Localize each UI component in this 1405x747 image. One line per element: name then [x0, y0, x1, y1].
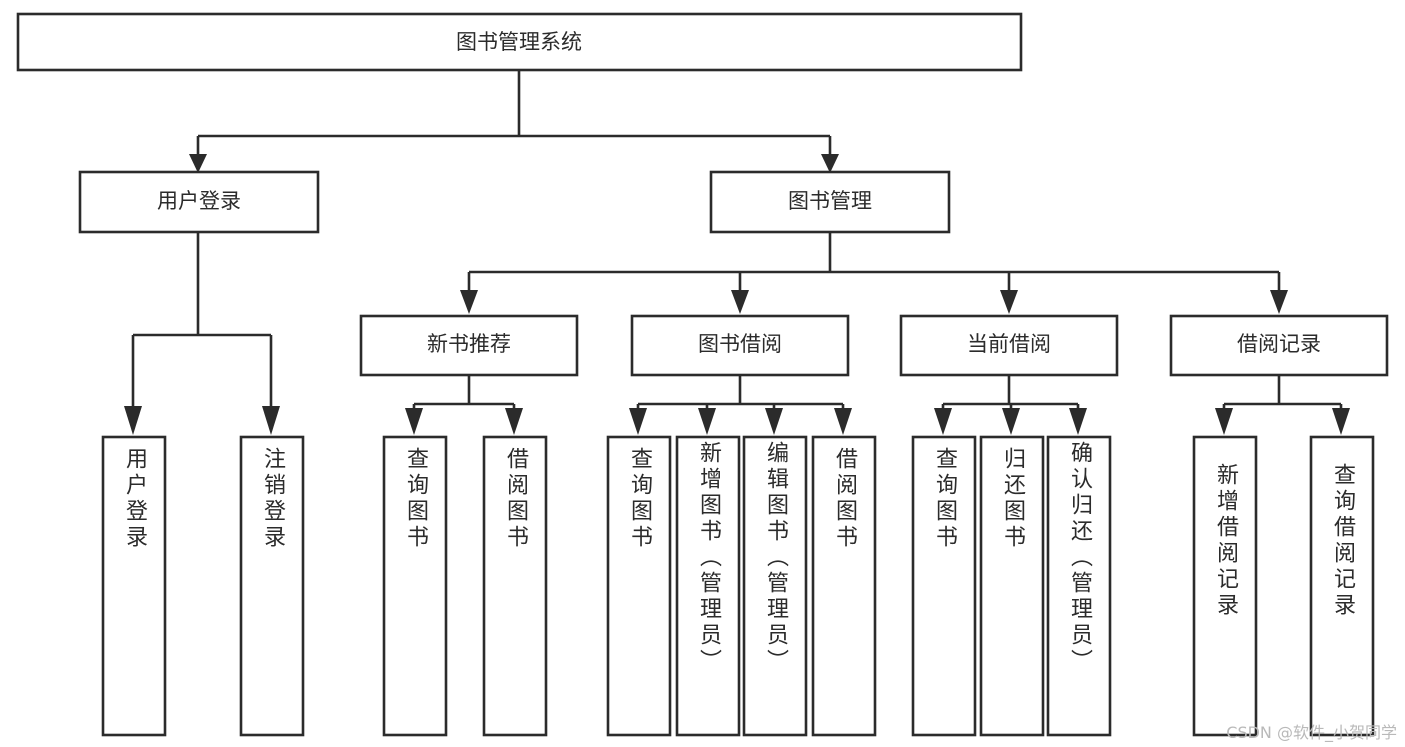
arrow-to-book-borrow	[731, 290, 749, 314]
arrow-to-leaf-add-borrow-record	[1215, 408, 1233, 435]
edge-book-borrow-bus	[636, 375, 845, 412]
leaf-user-login[interactable]: 用户登录	[103, 437, 165, 735]
leaf-edit-book-admin-box[interactable]	[742, 435, 808, 737]
leaf-query-book-1-label: 查询图书	[403, 447, 428, 551]
arrow-to-leaf-query-book-1	[405, 408, 423, 435]
edge-new-book-recommend-bus	[412, 375, 516, 412]
node-root-label: 图书管理系统	[456, 30, 582, 54]
leaf-confirm-return-admin-box[interactable]	[1046, 435, 1112, 737]
node-borrow-record-box	[1169, 314, 1389, 377]
arrow-to-book-management	[821, 154, 839, 173]
node-borrow-record-label: 借阅记录	[1237, 332, 1321, 356]
edge-root-bus	[196, 70, 832, 158]
csdn-watermark: CSDN @软件_小贺同学	[1226, 723, 1397, 742]
node-new-book-recommend[interactable]: 新书推荐	[359, 314, 579, 377]
arrow-to-leaf-confirm-return-admin	[1069, 408, 1087, 435]
node-user-login-box	[78, 170, 320, 234]
leaf-query-book-3[interactable]: 查询图书	[913, 437, 975, 735]
arrow-to-leaf-logout-login	[262, 406, 280, 435]
node-new-book-recommend-label: 新书推荐	[427, 332, 511, 356]
node-root-box	[16, 12, 1023, 72]
leaf-add-book-admin-box[interactable]	[675, 435, 741, 737]
leaf-confirm-return-admin[interactable]: 确认归还（管理员）	[1048, 437, 1110, 735]
leaf-return-book[interactable]: 归还图书	[981, 437, 1043, 735]
node-user-login-label: 用户登录	[157, 189, 241, 213]
arrow-to-user-login	[189, 154, 207, 173]
edge-borrow-record-bus	[1222, 375, 1343, 412]
leaf-borrow-book-2[interactable]: 借阅图书	[813, 437, 875, 735]
leaf-edit-book-admin-label: 编辑图书（管理员）	[763, 441, 788, 675]
leaf-return-book-box[interactable]	[979, 435, 1045, 737]
arrow-to-leaf-query-borrow-record	[1332, 408, 1350, 435]
edge-user-login-bus	[131, 232, 273, 410]
leaf-user-login-label: 用户登录	[122, 447, 147, 551]
arrow-to-leaf-user-login	[124, 406, 142, 435]
arrow-to-leaf-edit-book-admin	[765, 408, 783, 435]
edge-book-management-bus	[467, 232, 1281, 294]
leaf-query-book-3-label: 查询图书	[932, 447, 957, 551]
leaf-logout-login[interactable]: 注销登录	[241, 437, 303, 735]
leaf-borrow-book-2-label: 借阅图书	[832, 447, 857, 551]
arrow-to-leaf-query-book-2	[629, 408, 647, 435]
leaf-confirm-return-admin-label: 确认归还（管理员）	[1067, 441, 1092, 675]
leaf-query-book-2-box[interactable]	[606, 435, 672, 737]
leaf-add-borrow-record-box[interactable]	[1192, 435, 1258, 737]
node-book-management-label: 图书管理	[788, 189, 872, 213]
leaf-borrow-book-1[interactable]: 借阅图书	[484, 437, 546, 735]
edge-current-borrow-bus	[941, 375, 1080, 412]
leaf-logout-login-box[interactable]	[239, 435, 305, 737]
arrow-to-leaf-borrow-book-1	[505, 408, 523, 435]
node-current-borrow[interactable]: 当前借阅	[899, 314, 1119, 377]
arrow-to-leaf-return-book	[1002, 408, 1020, 435]
node-current-borrow-box	[899, 314, 1119, 377]
leaf-query-book-2[interactable]: 查询图书	[608, 437, 670, 735]
leaf-query-borrow-record[interactable]: 查询借阅记录	[1311, 437, 1373, 735]
leaf-query-book-2-label: 查询图书	[627, 447, 652, 551]
node-new-book-recommend-box	[359, 314, 579, 377]
node-user-login[interactable]: 用户登录	[78, 170, 320, 234]
node-current-borrow-label: 当前借阅	[967, 332, 1051, 356]
node-book-management-box	[709, 170, 951, 234]
arrow-to-leaf-query-book-3	[934, 408, 952, 435]
arrow-to-current-borrow	[1000, 290, 1018, 314]
node-book-borrow-box	[630, 314, 850, 377]
leaf-edit-book-admin[interactable]: 编辑图书（管理员）	[744, 437, 806, 735]
node-book-management[interactable]: 图书管理	[709, 170, 951, 234]
leaf-query-book-3-box[interactable]	[911, 435, 977, 737]
leaf-add-borrow-record-label: 新增借阅记录	[1213, 463, 1238, 619]
node-book-borrow-label: 图书借阅	[698, 332, 782, 356]
leaf-query-borrow-record-label: 查询借阅记录	[1330, 463, 1355, 619]
leaf-query-borrow-record-box[interactable]	[1309, 435, 1375, 737]
node-title-root[interactable]: 图书管理系统	[16, 12, 1023, 72]
leaf-borrow-book-1-label: 借阅图书	[503, 447, 528, 551]
leaf-return-book-label: 归还图书	[1000, 447, 1025, 551]
leaf-add-book-admin-label: 新增图书（管理员）	[696, 441, 721, 675]
leaf-logout-login-label: 注销登录	[260, 447, 285, 551]
arrow-to-leaf-add-book-admin	[698, 408, 716, 435]
leaf-query-book-1-box[interactable]	[382, 435, 448, 737]
arrow-to-borrow-record	[1270, 290, 1288, 314]
leaf-user-login-box[interactable]	[101, 435, 167, 737]
leaf-add-borrow-record[interactable]: 新增借阅记录	[1194, 437, 1256, 735]
arrow-to-leaf-borrow-book-2	[834, 408, 852, 435]
node-borrow-record[interactable]: 借阅记录	[1169, 314, 1389, 377]
leaf-add-book-admin[interactable]: 新增图书（管理员）	[677, 437, 739, 735]
node-book-borrow[interactable]: 图书借阅	[630, 314, 850, 377]
leaf-borrow-book-1-box[interactable]	[482, 435, 548, 737]
leaf-borrow-book-2-box[interactable]	[811, 435, 877, 737]
leaf-query-book-1[interactable]: 查询图书	[384, 437, 446, 735]
arrow-to-new-book-recommend	[460, 290, 478, 314]
